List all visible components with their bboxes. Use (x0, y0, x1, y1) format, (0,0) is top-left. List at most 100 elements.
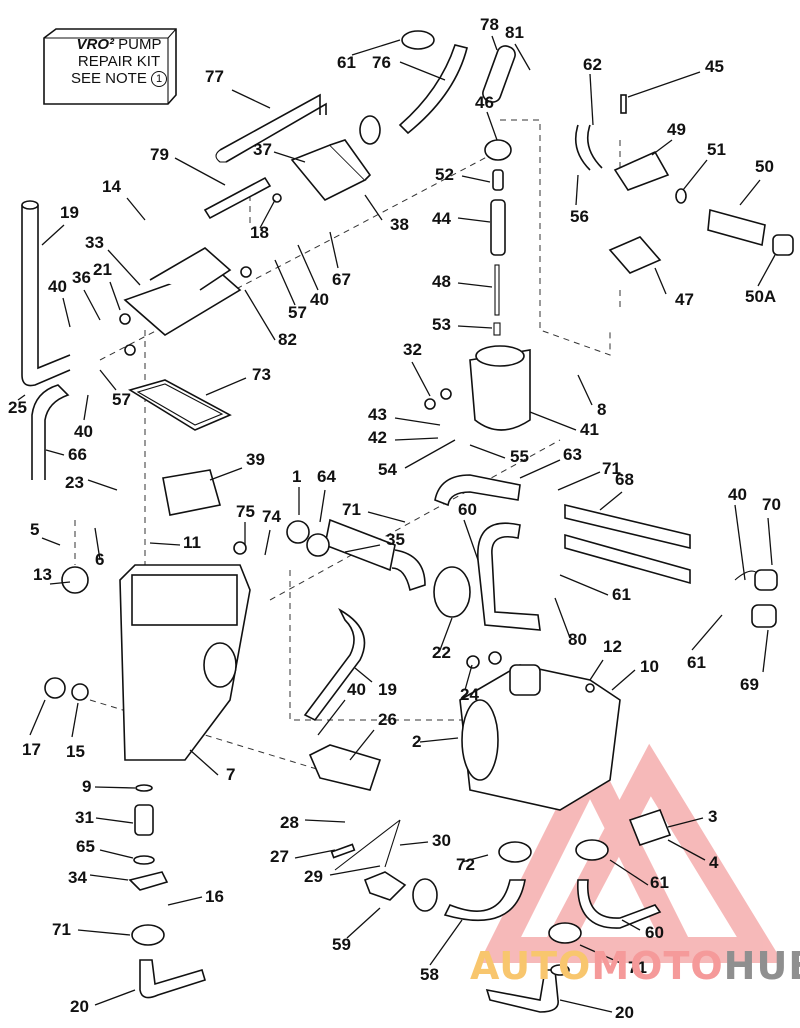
callout-62: 62 (583, 55, 602, 74)
leader-line-71 (77, 929, 131, 936)
callout-29: 29 (304, 867, 323, 886)
leader-line-5 (41, 537, 61, 546)
callout-40: 40 (728, 485, 747, 504)
callout-40: 40 (48, 277, 67, 296)
callout-70: 70 (762, 495, 781, 514)
callout-60: 60 (458, 500, 477, 519)
leader-line-2 (419, 737, 459, 743)
kit-line1-suffix: PUMP (113, 36, 162, 53)
leader-line-40 (734, 504, 746, 581)
callout-66: 66 (68, 445, 87, 464)
leader-line-23 (87, 479, 118, 491)
leader-line-42 (394, 437, 439, 441)
callout-40: 40 (310, 290, 329, 309)
leader-line-49 (651, 139, 673, 156)
leader-line-25 (17, 394, 26, 401)
callout-24: 24 (460, 685, 479, 704)
callout-14: 14 (102, 177, 121, 196)
leader-line-82 (244, 289, 276, 341)
callout-78: 78 (480, 15, 499, 34)
callout-5: 5 (30, 520, 39, 539)
callout-30: 30 (432, 831, 451, 850)
leader-line-3 (667, 817, 704, 828)
callout-55: 55 (510, 447, 529, 466)
leader-line-6 (94, 527, 101, 561)
leader-line-54 (404, 439, 456, 469)
leader-line-14 (126, 197, 146, 221)
leader-line-41 (529, 411, 577, 431)
callout-77: 77 (205, 67, 224, 86)
callout-22: 22 (432, 643, 451, 662)
leader-line-79 (174, 157, 226, 186)
leader-line-71 (557, 471, 601, 491)
callout-35: 35 (386, 530, 405, 549)
callout-64: 64 (317, 467, 336, 486)
leader-line-45 (627, 71, 701, 98)
callout-1: 1 (292, 467, 301, 486)
callout-38: 38 (390, 215, 409, 234)
leader-line-69 (762, 629, 769, 673)
leader-line-76 (399, 61, 446, 81)
leader-line-59 (346, 907, 381, 939)
kit-line3: SEE NOTE (70, 70, 147, 87)
callout-57: 57 (288, 303, 307, 322)
callout-80: 80 (568, 630, 587, 649)
leader-line-16 (167, 896, 203, 906)
callout-12: 12 (603, 637, 622, 656)
leader-line-56 (575, 174, 579, 206)
leader-line-72 (461, 854, 489, 863)
leader-line-62 (589, 73, 594, 126)
callout-7: 7 (226, 765, 235, 784)
callout-75: 75 (236, 502, 255, 521)
callout-81: 81 (505, 23, 524, 42)
leader-line-65 (99, 849, 134, 859)
callout-79: 79 (150, 145, 169, 164)
leader-line-15 (71, 702, 79, 738)
callout-50a: 50A (745, 287, 776, 306)
leader-line-57 (274, 259, 296, 306)
leader-line-24 (464, 664, 473, 691)
callout-43: 43 (368, 405, 387, 424)
leader-line-47 (654, 267, 667, 295)
leader-line-29 (329, 865, 381, 876)
leader-line-40 (317, 699, 346, 736)
callout-28: 28 (280, 813, 299, 832)
callout-17: 17 (22, 740, 41, 759)
callout-58: 58 (420, 965, 439, 984)
leader-line-4 (667, 839, 706, 861)
leader-line-20 (559, 999, 613, 1013)
callout-49: 49 (667, 120, 686, 139)
leader-line-44 (457, 217, 491, 223)
callout-37: 37 (253, 140, 272, 159)
callout-6: 6 (95, 550, 104, 569)
leader-line-52 (461, 175, 491, 183)
callout-46: 46 (475, 93, 494, 112)
callout-2: 2 (412, 732, 421, 751)
callout-82: 82 (278, 330, 297, 349)
leader-line-18 (259, 199, 276, 229)
callout-54: 54 (378, 460, 397, 479)
callout-71: 71 (602, 459, 621, 478)
callout-56: 56 (570, 207, 589, 226)
callout-36: 36 (72, 268, 91, 287)
part-drawings (21, 28, 794, 1013)
leader-line-35 (344, 544, 381, 553)
leader-line-7 (189, 749, 219, 776)
callout-61: 61 (612, 585, 631, 604)
leader-line-40 (83, 394, 89, 421)
leader-line-61 (691, 614, 723, 651)
kit-line2: REPAIR KIT (77, 53, 161, 70)
callout-15: 15 (66, 742, 85, 761)
callout-32: 32 (403, 340, 422, 359)
callout-61: 61 (650, 873, 669, 892)
leader-line-28 (304, 819, 346, 823)
leader-line-68 (599, 491, 623, 511)
leader-line-70 (767, 517, 773, 566)
callout-53: 53 (432, 315, 451, 334)
callout-9: 9 (82, 777, 91, 796)
callout-10: 10 (640, 657, 659, 676)
leader-line-50 (739, 179, 761, 206)
callout-8: 8 (597, 400, 606, 419)
callout-4: 4 (709, 853, 719, 872)
